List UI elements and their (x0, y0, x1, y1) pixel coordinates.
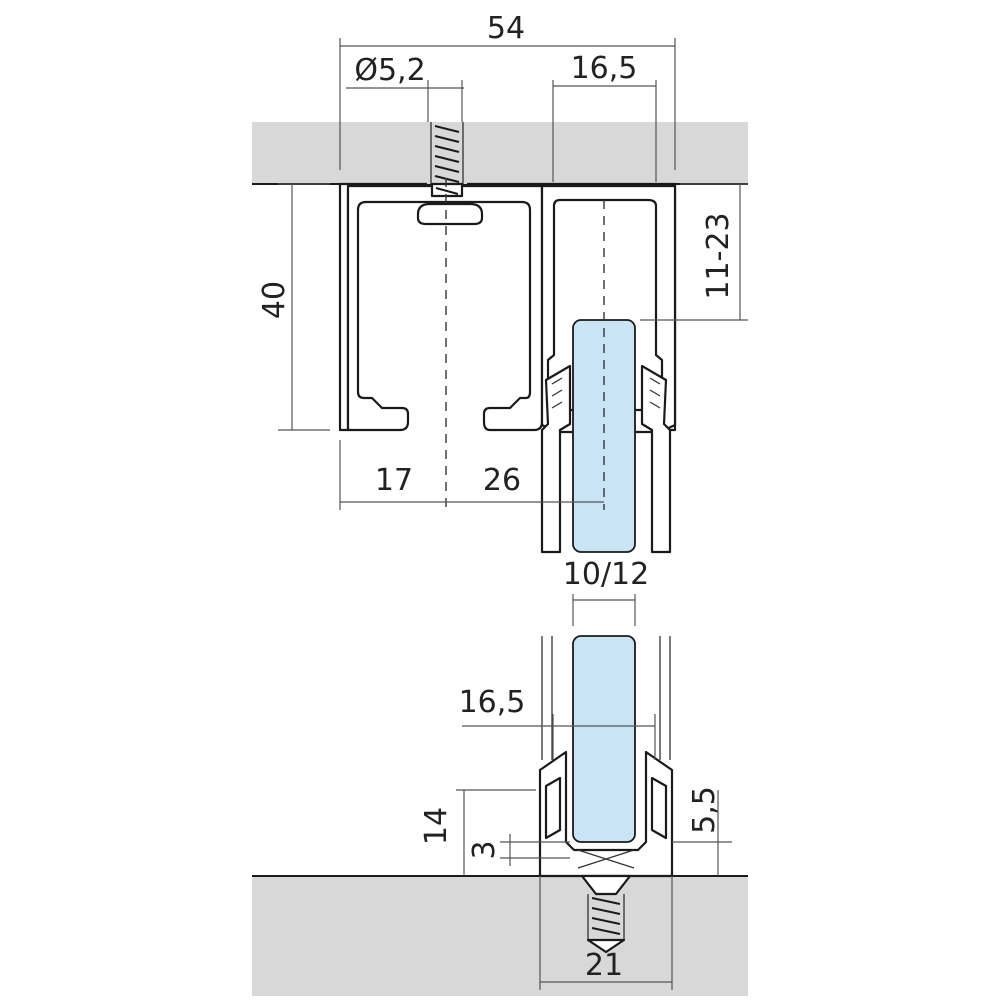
top-glass-pane (572, 319, 636, 553)
ceiling-surface (252, 122, 748, 184)
dim-glass-center: 26 (483, 463, 521, 498)
bottom-glass-pane (572, 635, 636, 843)
dim-bottom-chamber: 16,5 (459, 685, 526, 720)
dimension-lines (278, 38, 748, 990)
screw-icon (427, 122, 467, 198)
dim-left-offset: 17 (375, 463, 413, 498)
dim-glass-thickness: 10/12 (563, 557, 649, 592)
dim-top-width: 54 (487, 11, 525, 46)
dim-profile-height: 40 (257, 281, 292, 319)
screw-icon (580, 874, 632, 954)
screw-head (416, 202, 484, 226)
bottom-glass-assembly (538, 635, 674, 878)
dim-bottom-height: 14 (419, 807, 454, 845)
dim-bottom-gap: 3 (467, 840, 502, 859)
floor-surface (252, 876, 748, 996)
dim-bottom-width: 21 (585, 948, 623, 983)
dim-top-chamber: 16,5 (571, 51, 638, 86)
dim-glass-inset: 11-23 (701, 212, 736, 299)
dim-hole-diameter: Ø5,2 (354, 53, 425, 88)
dim-bottom-channel-depth: 5,5 (687, 786, 722, 834)
